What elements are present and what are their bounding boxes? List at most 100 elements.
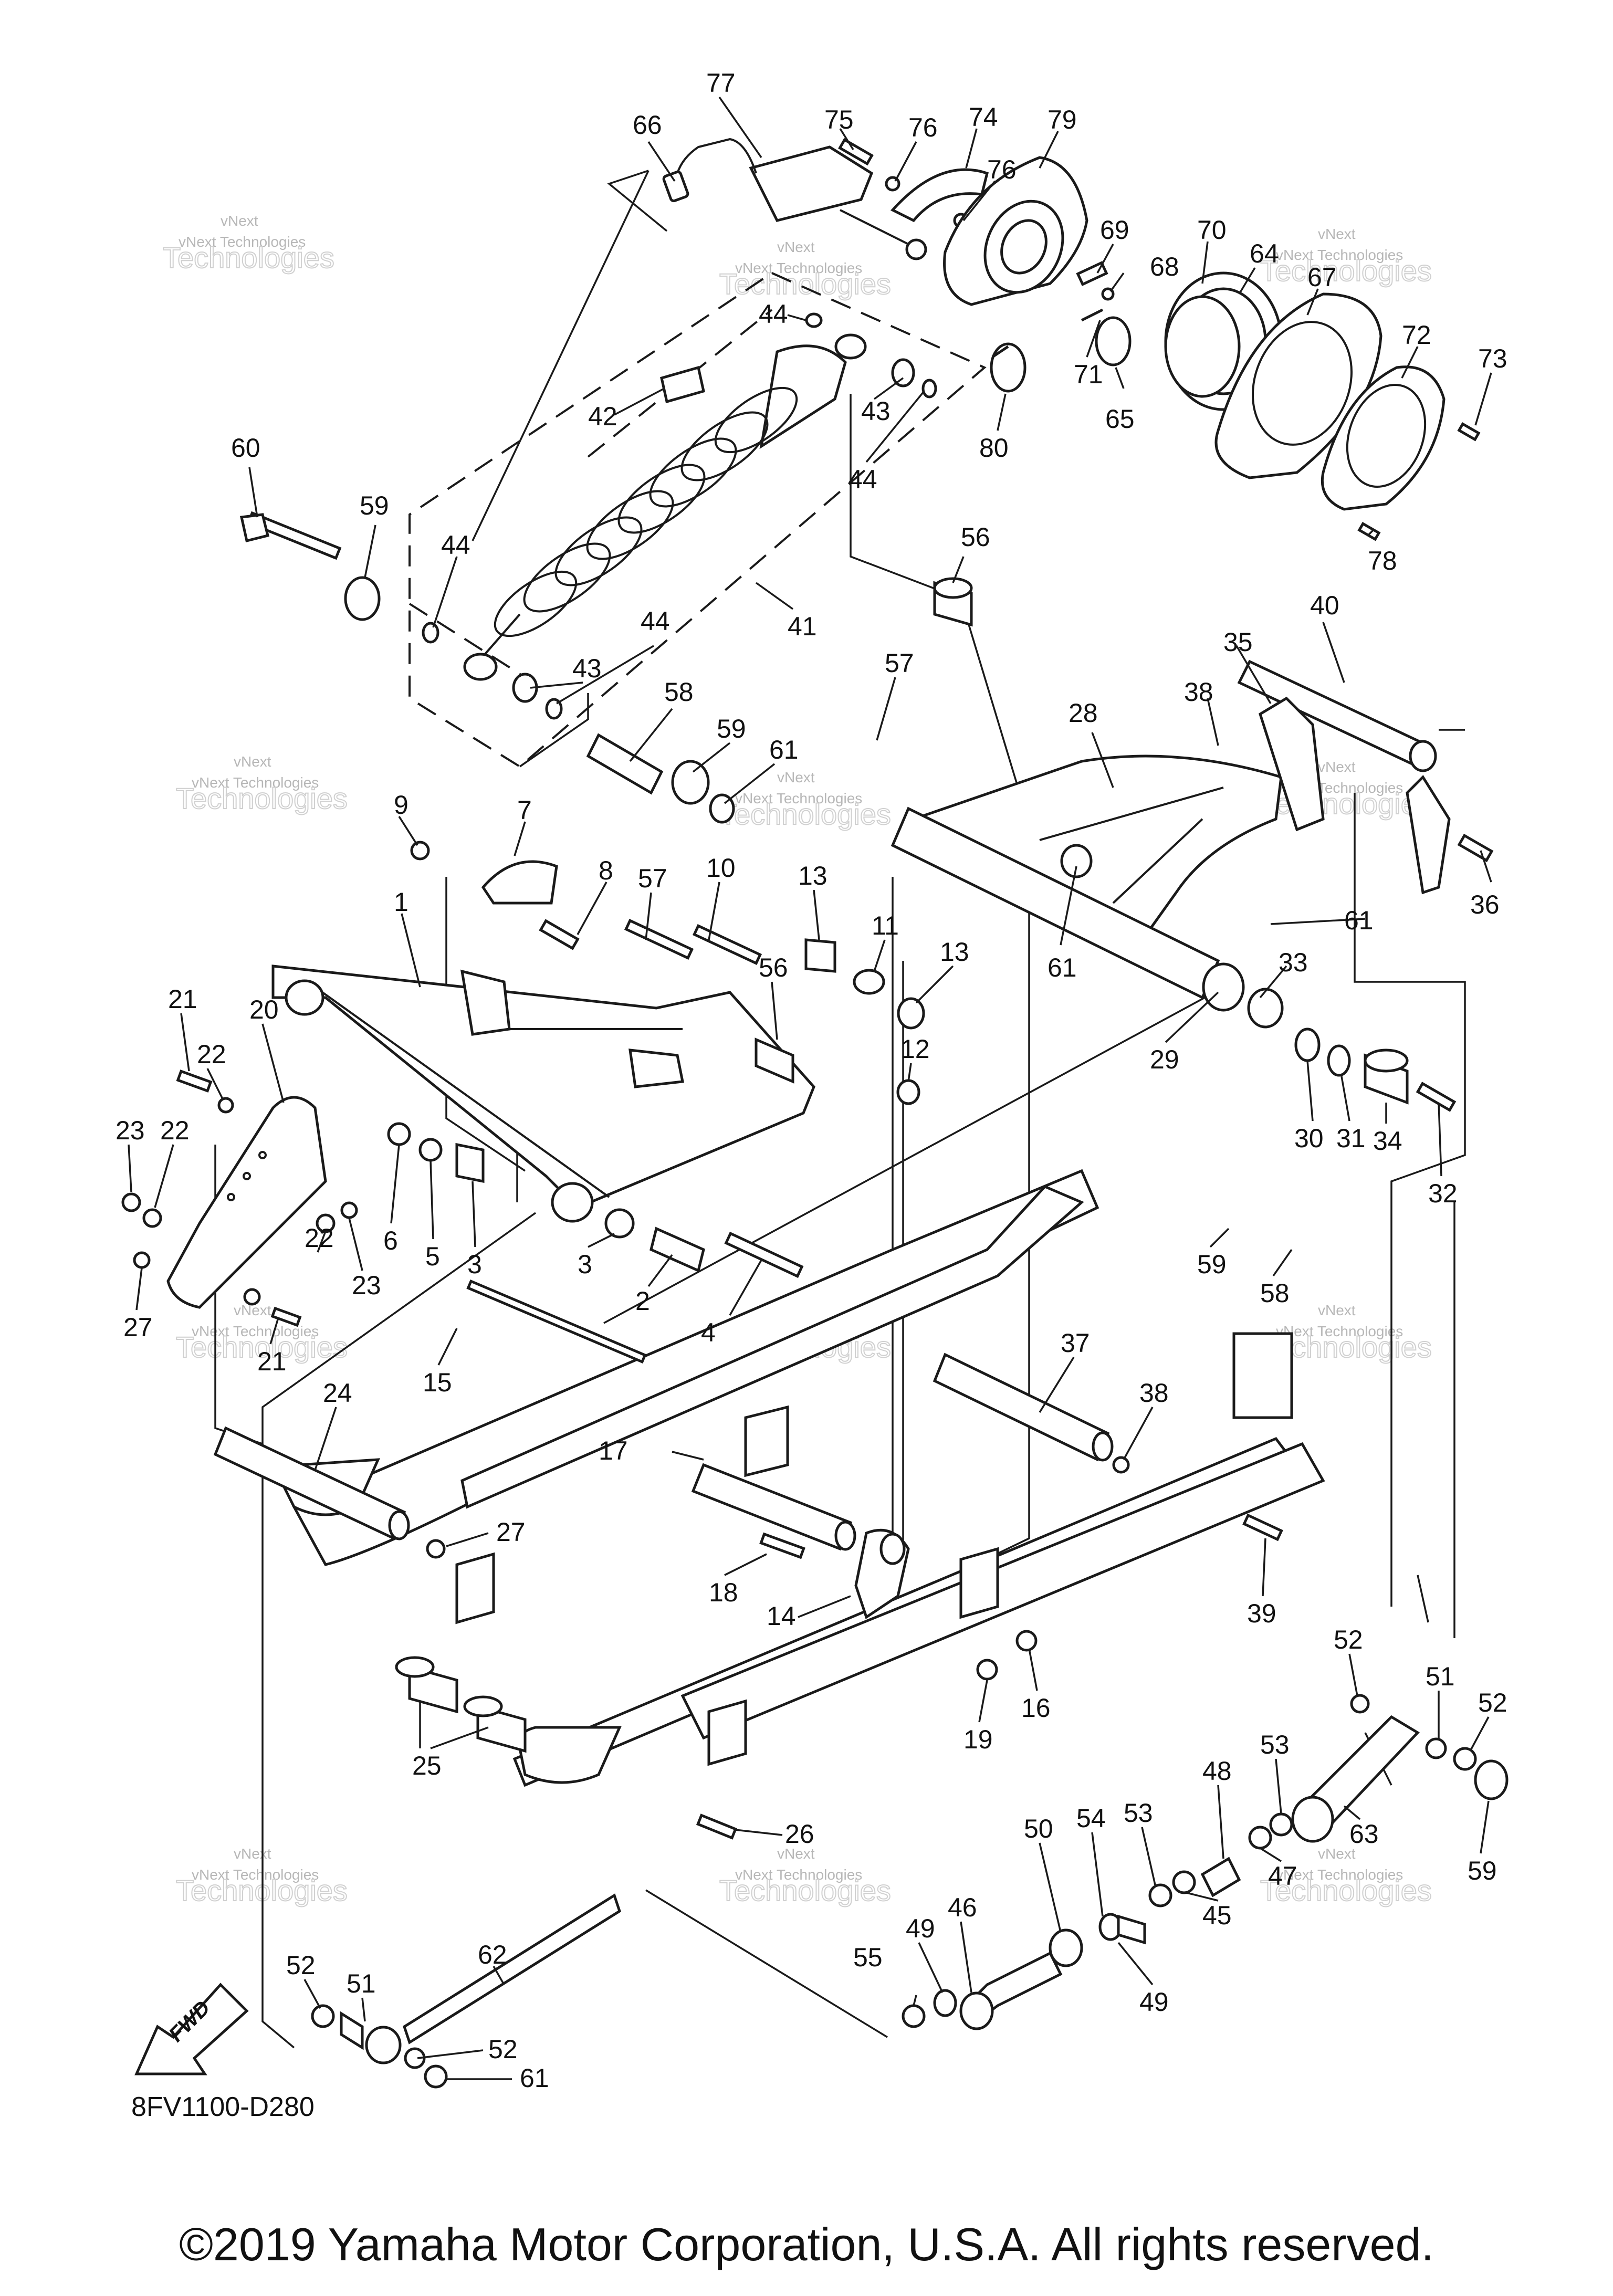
callout-21: 21 [257,1347,287,1376]
watermark: vNext vNext Technologies Technologies [719,239,892,301]
callout-21: 21 [168,984,197,1014]
svg-text:vNext: vNext [1318,226,1356,242]
callout-46: 46 [948,1893,977,1922]
shafts [213,1279,1130,1559]
callout-49: 49 [906,1914,935,1943]
callout-73: 73 [1478,344,1507,373]
gear-housing [943,156,1088,306]
callout-50: 50 [1024,1814,1053,1843]
callout-31: 31 [1336,1124,1366,1153]
svg-text:vNext: vNext [234,753,271,770]
collar-56 [933,577,973,627]
rear-axle-assembly [311,1893,621,2089]
svg-text:Technologies: Technologies [1260,1874,1432,1907]
callout-27: 27 [123,1313,153,1342]
callout-7: 7 [517,795,532,825]
callout-59: 59 [1197,1250,1227,1279]
svg-text:vNext: vNext [1318,1846,1356,1862]
shock-absorber [463,333,867,681]
callout-27: 27 [496,1517,526,1547]
svg-text:vNext: vNext [777,1846,815,1862]
callout-28: 28 [1069,698,1098,728]
callout-69: 69 [1100,215,1129,245]
gasket-and-cover [1214,292,1481,541]
group-frame-lines [214,170,1466,2049]
callout-33: 33 [1279,948,1308,977]
callout-77: 77 [706,68,736,98]
svg-text:Technologies: Technologies [176,1330,348,1364]
callout-78: 78 [1368,546,1397,575]
callout-4: 4 [701,1318,716,1347]
callout-34: 34 [1373,1126,1402,1156]
svg-text:vNext Technologies: vNext Technologies [1276,247,1403,263]
adjuster-assembly [902,1694,1509,2030]
svg-text:Technologies: Technologies [1260,254,1432,287]
callout-5: 5 [425,1242,440,1271]
callout-10: 10 [706,853,736,883]
callout-76: 76 [908,113,938,142]
callout-52: 52 [1478,1688,1507,1717]
callout-19: 19 [963,1725,993,1754]
watermark: vNext vNext Technologies Technologies [175,753,348,815]
callout-44: 44 [641,606,670,636]
callout-41: 41 [788,612,817,641]
speed-sensor-assembly [662,138,927,260]
front-arm-collars [387,1122,804,1278]
callout-79: 79 [1048,105,1077,134]
callout-49: 49 [1139,1987,1169,2017]
callout-58: 58 [1260,1278,1290,1308]
callout-29: 29 [1150,1045,1179,1074]
callout-62: 62 [478,1940,507,1969]
svg-text:vNext Technologies: vNext Technologies [735,260,862,276]
callout-8: 8 [599,856,613,885]
callout-59: 59 [1468,1856,1497,1885]
callout-38: 38 [1139,1378,1169,1408]
callout-22: 22 [197,1040,226,1069]
callout-6: 6 [383,1226,398,1255]
callout-52: 52 [488,2035,518,2064]
callout-22: 22 [160,1116,190,1145]
callout-61: 61 [1048,953,1077,982]
callout-52: 52 [1334,1625,1363,1654]
center-bracket [759,1513,1283,1681]
callout-61: 61 [769,735,799,764]
callout-74: 74 [969,102,998,132]
callout-44: 44 [441,530,470,560]
svg-text:Technologies: Technologies [719,267,891,300]
callout-75: 75 [824,105,854,134]
front-collars [395,1656,738,1840]
callout-15: 15 [423,1368,452,1397]
callout-71: 71 [1074,360,1103,389]
svg-text:vNext: vNext [777,239,815,255]
callout-47: 47 [1268,1861,1297,1891]
svg-text:vNext: vNext [777,769,815,785]
callout-32: 32 [1428,1179,1458,1208]
callout-72: 72 [1402,320,1431,350]
callout-12: 12 [900,1034,930,1064]
callout-23: 23 [352,1271,381,1300]
front-arm-hardware [624,919,925,1105]
callout-16: 16 [1021,1693,1051,1723]
callout-24: 24 [323,1378,352,1408]
callout-1: 1 [394,887,409,917]
callout-3: 3 [467,1250,482,1279]
callout-53: 53 [1260,1730,1290,1759]
svg-text:vNext Technologies: vNext Technologies [179,234,306,250]
callout-56: 56 [759,953,788,982]
callout-26: 26 [785,1819,814,1849]
svg-text:vNext: vNext [1318,1302,1356,1318]
callout-51: 51 [347,1969,376,1998]
watermark: vNext vNext Technologies Technologies [175,1302,348,1364]
svg-text:vNext Technologies: vNext Technologies [192,774,319,791]
callout-64: 64 [1250,239,1279,268]
callout-labels: 77 66 75 76 74 76 79 69 70 64 68 67 72 7… [116,68,1507,2093]
callout-51: 51 [1426,1662,1455,1691]
callout-63: 63 [1349,1819,1379,1849]
callout-38: 38 [1184,677,1213,707]
svg-text:vNext Technologies: vNext Technologies [1276,1323,1403,1339]
callout-61: 61 [520,2063,549,2093]
watermark: vNext vNext Technologies Technologies [162,213,335,275]
callout-65: 65 [1105,404,1135,434]
leader-lines [128,97,1492,2080]
